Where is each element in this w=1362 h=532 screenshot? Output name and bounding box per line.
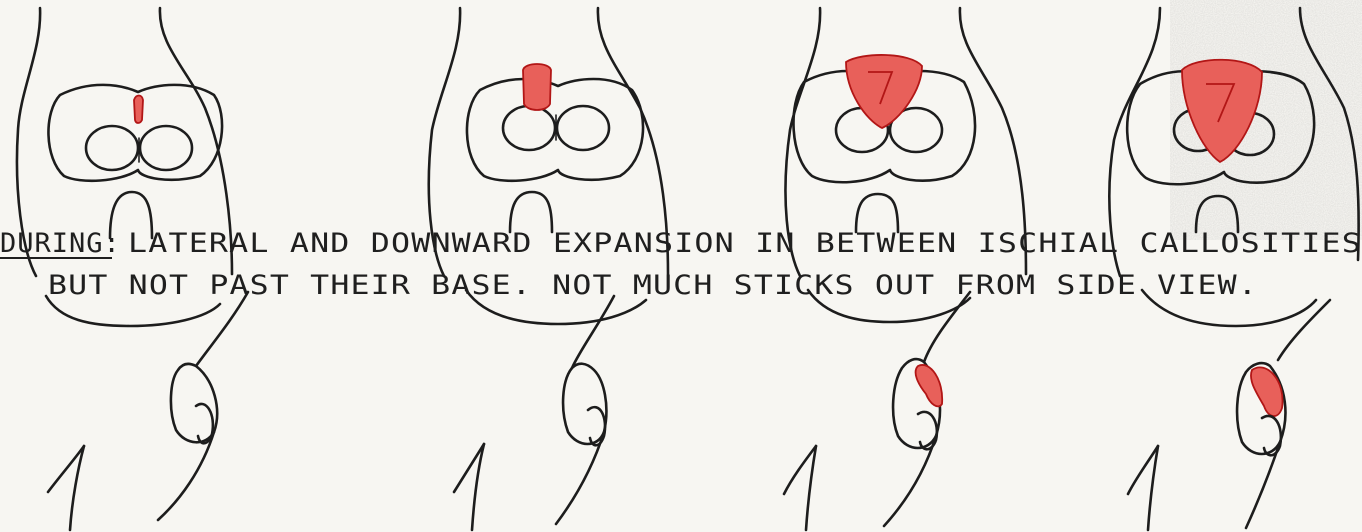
side-view-stage-1 [48, 292, 248, 530]
caption-heading: DURING: [0, 228, 121, 259]
caption-line-1: LATERAL AND DOWNWARD EXPANSION IN BETWEE… [128, 228, 1362, 259]
caption: DURING: LATERAL AND DOWNWARD EXPANSION I… [0, 228, 1362, 301]
caption-line-2: BUT NOT PAST THEIR BASE. NOT MUCH STICKS… [48, 270, 1258, 301]
side-view-stage-3 [784, 292, 970, 530]
side-view-stage-4 [1128, 300, 1330, 530]
side-view-stage-2 [454, 296, 614, 530]
